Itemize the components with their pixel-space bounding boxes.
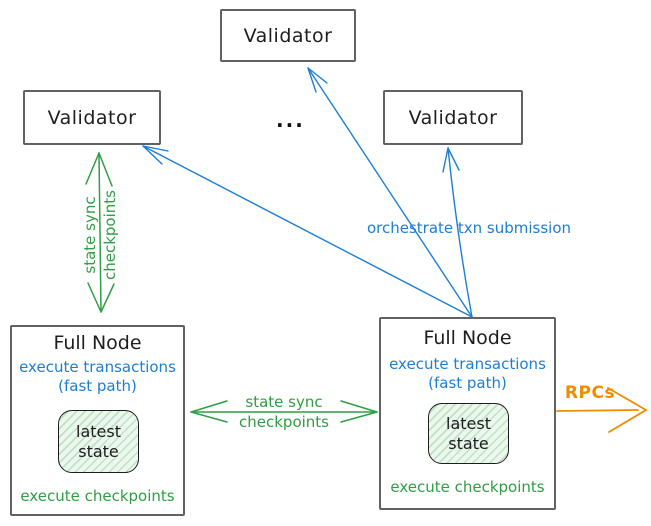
latest-state-line2: state — [448, 433, 489, 453]
full-node-left-fast-path: (fast path) — [58, 377, 137, 395]
full-node-right-box: Full Node execute transactions (fast pat… — [379, 317, 556, 510]
full-node-left-box: Full Node execute transactions (fast pat… — [10, 325, 185, 516]
vertical-sync-arrowhead-top — [85, 152, 113, 187]
latest-state-line2: state — [78, 441, 119, 461]
full-node-right-latest-state: latest state — [428, 403, 509, 464]
full-node-right-exec-checkpoints: execute checkpoints — [390, 478, 545, 496]
vertical-sync-label-checkpoints: checkpoints — [101, 190, 119, 280]
full-node-left-title: Full Node — [53, 332, 142, 354]
arrowhead-top-validator — [307, 67, 328, 93]
orchestrate-txn-label: orchestrate txn submission — [366, 219, 572, 237]
horizontal-sync-label-checkpoints: checkpoints — [239, 413, 329, 431]
horizontal-sync-arrowhead-left — [190, 400, 228, 423]
full-node-right-exec-transactions: execute transactions — [389, 355, 546, 373]
latest-state-line1: latest — [446, 413, 491, 433]
rpcs-line — [556, 409, 639, 412]
vertical-sync-label-state-sync: state sync — [81, 196, 99, 274]
horizontal-sync-label-state-sync: state sync — [245, 393, 323, 411]
validator-top-label: Validator — [243, 24, 333, 47]
full-node-left-latest-state: latest state — [58, 410, 139, 473]
rpcs-label: RPCs — [564, 383, 616, 403]
full-node-right-title: Full Node — [423, 327, 512, 349]
validator-left-label: Validator — [47, 106, 137, 129]
validator-left-box: Validator — [23, 90, 161, 145]
full-node-left-exec-checkpoints: execute checkpoints — [20, 487, 175, 505]
full-node-right-fast-path: (fast path) — [428, 374, 507, 392]
full-node-left-exec-transactions: execute transactions — [19, 358, 176, 376]
horizontal-sync-arrowhead-right — [340, 400, 378, 423]
validator-right-label: Validator — [408, 106, 498, 129]
vertical-sync-arrowhead-bottom — [87, 282, 115, 313]
arrowhead-left-validator — [142, 145, 169, 165]
latest-state-line1: latest — [76, 421, 121, 441]
validator-top-box: Validator — [220, 9, 356, 62]
validators-ellipsis: ... — [276, 108, 305, 132]
arrowhead-right-validator — [442, 147, 460, 173]
validator-right-box: Validator — [383, 90, 523, 145]
